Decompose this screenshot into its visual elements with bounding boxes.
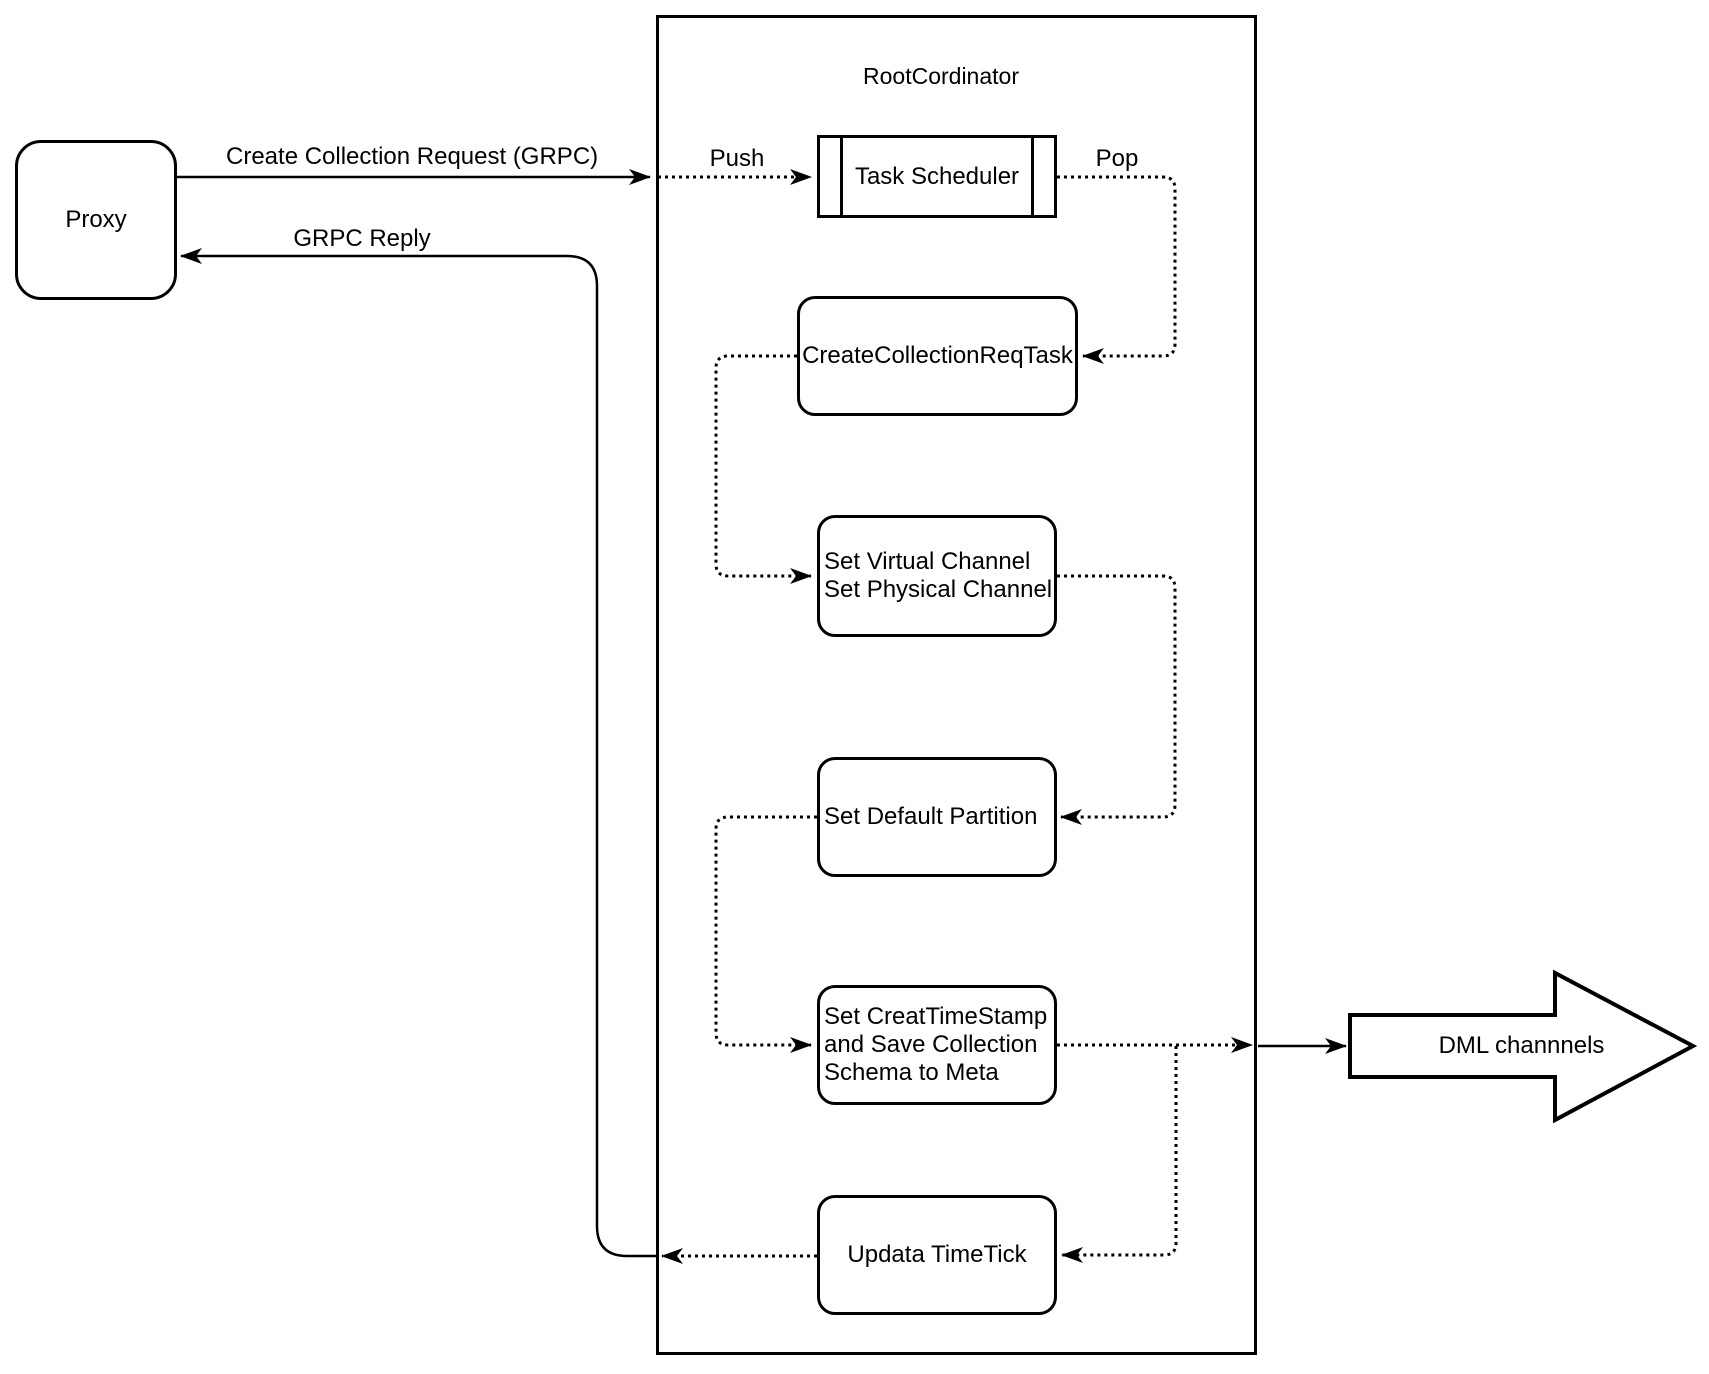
- edge-defaultpartition-to-timestamp: [714, 815, 817, 1053]
- node-task-scheduler: Task Scheduler: [817, 135, 1057, 218]
- edge-pop-line: [1057, 175, 1177, 364]
- set-channels-label: Set Virtual Channel Set Physical Channel: [824, 548, 1053, 603]
- edge-timestamp-to-timetick: [1061, 1046, 1178, 1263]
- create-collection-req-task-label: CreateCollectionReqTask: [802, 342, 1073, 369]
- dml-channels-arrow-shape: [1348, 969, 1698, 1124]
- node-create-collection-req-task: CreateCollectionReqTask: [797, 296, 1078, 416]
- node-set-creat-timestamp: Set CreatTimeStamp and Save Collection S…: [817, 985, 1057, 1105]
- edge-label-pop: Pop: [1095, 145, 1139, 172]
- updata-timetick-label: Updata TimeTick: [847, 1241, 1027, 1268]
- edge-grpc-reply-line: [180, 248, 656, 1258]
- root-coordinator-container: [656, 15, 1257, 1355]
- edge-label-push: Push: [709, 145, 765, 172]
- task-scheduler-right-bar: [1031, 138, 1054, 215]
- task-scheduler-left-bar: [820, 138, 843, 215]
- node-proxy: Proxy: [15, 140, 177, 300]
- task-scheduler-label: Task Scheduler: [854, 162, 1020, 190]
- root-coordinator-title: RootCordinator: [863, 63, 1019, 89]
- edge-setchannels-to-defaultpartition: [1057, 574, 1177, 825]
- edge-label-create-collection-request: Create Collection Request (GRPC): [226, 143, 599, 170]
- edge-label-grpc-reply: GRPC Reply: [293, 225, 431, 252]
- set-default-partition-label: Set Default Partition: [824, 803, 1038, 830]
- dml-channels-label: DML channnels: [1438, 1032, 1605, 1059]
- node-set-channels: Set Virtual Channel Set Physical Channel: [817, 515, 1057, 637]
- node-updata-timetick: Updata TimeTick: [817, 1195, 1057, 1315]
- set-creat-timestamp-label: Set CreatTimeStamp and Save Collection S…: [824, 1003, 1048, 1086]
- node-set-default-partition: Set Default Partition: [817, 757, 1057, 877]
- proxy-label: Proxy: [65, 206, 127, 233]
